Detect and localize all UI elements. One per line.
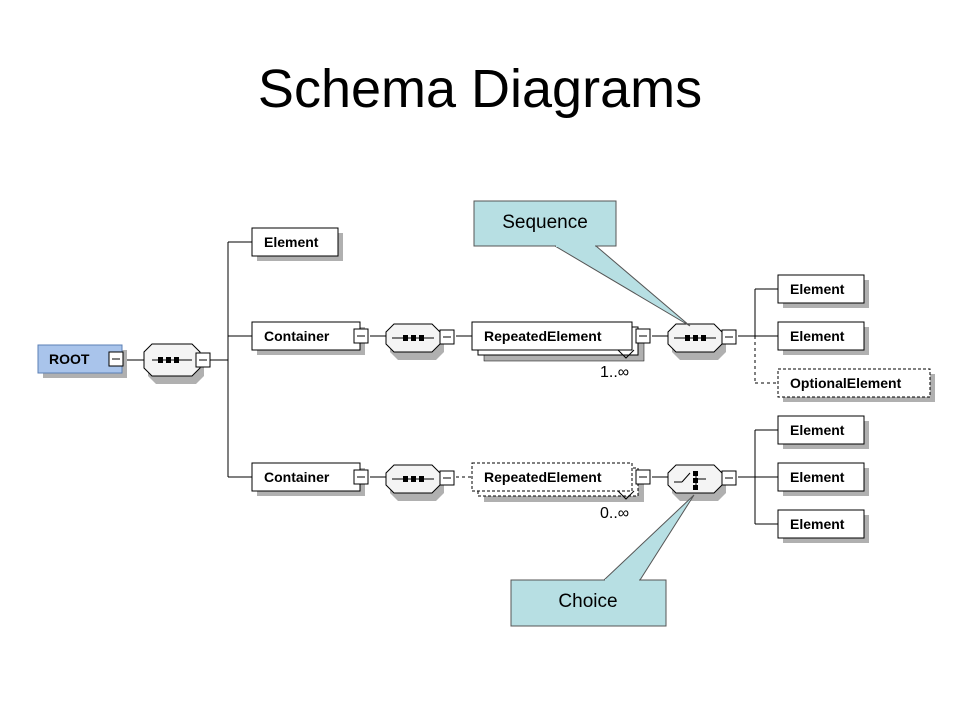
sequence-callout: Sequence bbox=[473, 200, 691, 327]
root-label: ROOT bbox=[49, 351, 90, 367]
repeated-element-2-label: RepeatedElement bbox=[484, 469, 602, 485]
occurrence-2: 0..∞ bbox=[600, 505, 629, 522]
connectors bbox=[124, 241, 778, 525]
container-1-label: Container bbox=[264, 328, 330, 344]
sequence-compositor-repeated[interactable] bbox=[667, 323, 737, 360]
container-2-label: Container bbox=[264, 469, 330, 485]
repeated-element-2[interactable]: RepeatedElement bbox=[471, 462, 651, 502]
container-2[interactable]: Container bbox=[251, 462, 369, 496]
container-1[interactable]: Container bbox=[251, 321, 369, 355]
repeated-element-1-label: RepeatedElement bbox=[484, 328, 602, 344]
choice-child-element-2[interactable]: Element bbox=[777, 462, 869, 496]
optional-connectors bbox=[456, 336, 778, 478]
occurrence-1: 1..∞ bbox=[600, 364, 629, 381]
seq-child-element-1[interactable]: Element bbox=[777, 274, 869, 308]
choice-child-2-label: Element bbox=[790, 469, 845, 485]
root-element[interactable]: ROOT bbox=[37, 344, 127, 378]
seq-child-1-label: Element bbox=[790, 281, 845, 297]
choice-child-element-3[interactable]: Element bbox=[777, 509, 869, 543]
repeated-element-1[interactable]: RepeatedElement bbox=[471, 321, 651, 362]
optional-element[interactable]: OptionalElement bbox=[777, 368, 935, 402]
choice-compositor[interactable] bbox=[667, 464, 737, 501]
sequence-compositor-container-1[interactable] bbox=[385, 323, 455, 360]
sequence-compositor-root[interactable] bbox=[143, 343, 211, 384]
seq-child-2-label: Element bbox=[790, 328, 845, 344]
sequence-callout-label: Sequence bbox=[502, 212, 588, 233]
choice-child-1-label: Element bbox=[790, 422, 845, 438]
top-element-label: Element bbox=[264, 234, 319, 250]
sequence-compositor-container-2[interactable] bbox=[385, 464, 455, 501]
choice-child-element-1[interactable]: Element bbox=[777, 415, 869, 449]
optional-element-label: OptionalElement bbox=[790, 375, 902, 391]
top-element[interactable]: Element bbox=[251, 227, 343, 261]
choice-callout-label: Choice bbox=[558, 591, 617, 612]
choice-callout: Choice bbox=[510, 494, 695, 627]
seq-child-element-2[interactable]: Element bbox=[777, 321, 869, 355]
page-title: Schema Diagrams bbox=[257, 59, 703, 119]
choice-child-3-label: Element bbox=[790, 516, 845, 532]
